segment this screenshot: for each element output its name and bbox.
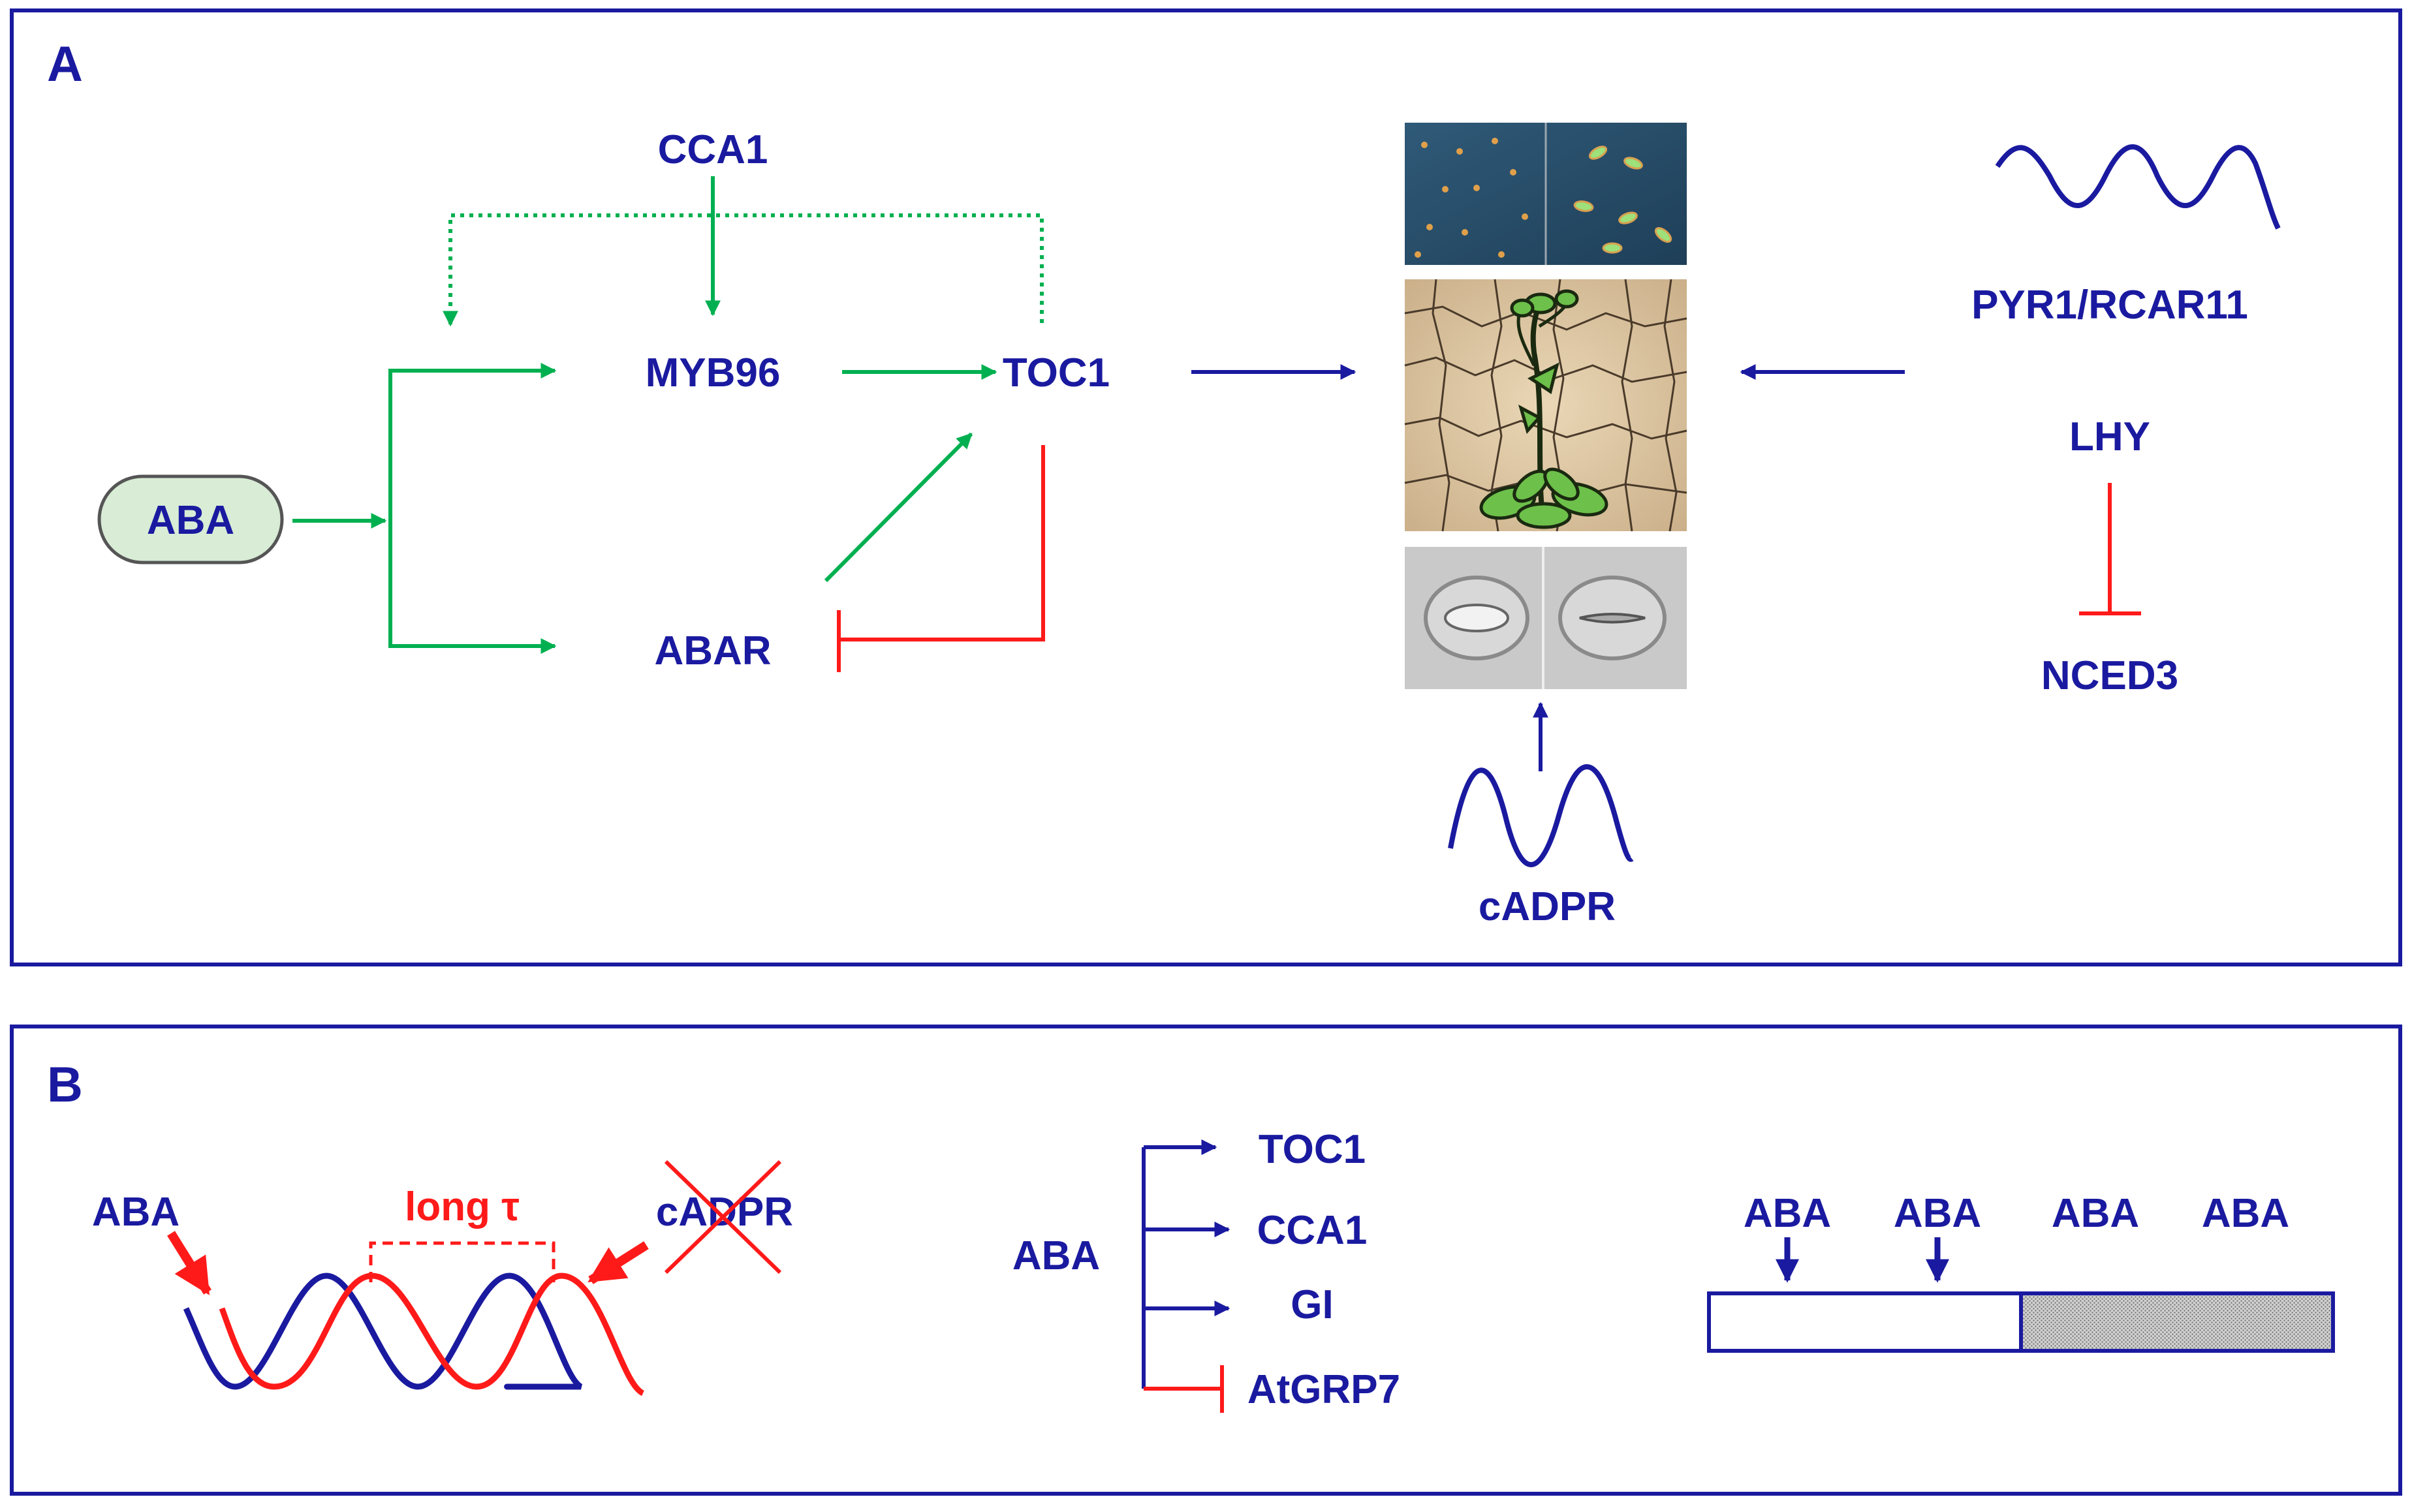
node-pyr1: PYR1/RCAR11 xyxy=(1971,283,2248,328)
aba-pulse-label-3: ABA xyxy=(2052,1191,2139,1236)
cadpr-cross-out xyxy=(664,1160,782,1274)
target-toc1: TOC1 xyxy=(1259,1127,1366,1172)
seed-germination-image xyxy=(1405,123,1687,265)
dark-period-bar xyxy=(2019,1291,2335,1353)
pyr1-oscillation-icon xyxy=(1995,144,2281,230)
left-cadpr-label: cADPR xyxy=(656,1190,793,1235)
panel-b-letter: B xyxy=(47,1057,83,1113)
light-period-bar xyxy=(1707,1291,2023,1353)
stomata-image xyxy=(1405,547,1687,689)
panel-a-frame xyxy=(10,8,2402,966)
node-cca1: CCA1 xyxy=(658,127,768,172)
long-tau-label: long τ xyxy=(405,1184,520,1229)
long-period-wave xyxy=(219,1273,645,1396)
long-tau-bracket xyxy=(369,1241,556,1282)
cadpr-loss-arrow xyxy=(587,1241,649,1284)
panel-b-frame xyxy=(10,1025,2402,1496)
drought-plant-image xyxy=(1404,279,1687,532)
target-cca1: CCA1 xyxy=(1257,1208,1368,1253)
panel-a-letter: A xyxy=(47,37,83,92)
lhy-inhibits-nced3 xyxy=(2079,483,2141,615)
node-cadpr: cADPR xyxy=(1479,884,1616,929)
branch-to-myb96-arrow xyxy=(388,363,557,646)
node-lhy: LHY xyxy=(2069,414,2150,459)
branch-to-abar-arrow xyxy=(388,371,557,654)
aba-inhibits-atgrp7 xyxy=(1144,1365,1224,1413)
toc1-feedback-dotted-arrow xyxy=(443,213,1044,327)
cadpr-oscillation-icon xyxy=(1448,764,1634,867)
toc1-inhibits-abar xyxy=(837,445,1045,672)
svg-text:ABA: ABA xyxy=(147,498,234,543)
node-toc1: TOC1 xyxy=(1003,350,1110,395)
aba-reset-arrow xyxy=(167,1231,211,1295)
target-gi: GI xyxy=(1291,1282,1333,1327)
node-myb96: MYB96 xyxy=(646,350,781,395)
abar-to-toc1-arrow xyxy=(824,432,973,583)
normal-rhythm-wave xyxy=(183,1273,583,1390)
node-abar: ABAR xyxy=(654,628,771,673)
left-aba-label: ABA xyxy=(92,1190,180,1235)
aba-pulse-label-4: ABA xyxy=(2202,1191,2289,1236)
target-atgrp7: AtGRP7 xyxy=(1247,1367,1400,1412)
middle-aba-label: ABA xyxy=(1012,1233,1100,1278)
aba-pulse-label-2: ABA xyxy=(1894,1191,1981,1236)
aba-pulse-label-1: ABA xyxy=(1744,1191,1831,1236)
aba-node: ABA xyxy=(97,474,284,564)
node-nced3: NCED3 xyxy=(2041,653,2178,698)
